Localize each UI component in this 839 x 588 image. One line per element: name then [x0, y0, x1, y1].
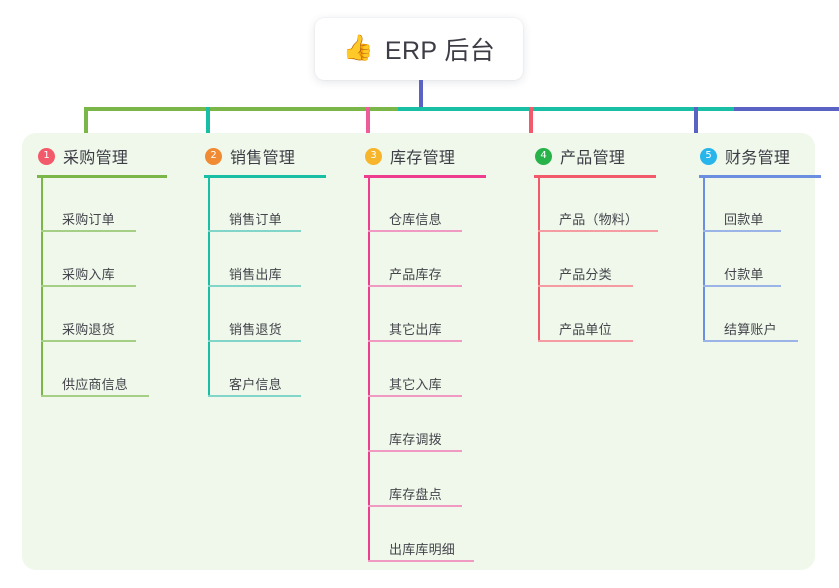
column-title: 库存管理 — [390, 150, 456, 167]
tree-item-label: 销售出库 — [229, 267, 282, 282]
tree-item-label: 库存调拨 — [389, 432, 442, 447]
tree-item-label: 产品库存 — [389, 267, 442, 282]
tree-item-rule — [208, 340, 301, 342]
column-header-rule — [37, 175, 167, 178]
thumbs-up-icon: 👍 — [342, 33, 374, 62]
column-title: 财务管理 — [725, 150, 791, 167]
column-header-2[interactable]: 2 销售管理 — [189, 143, 354, 169]
column-spine — [368, 178, 370, 560]
drop-connector-4 — [529, 107, 533, 141]
column-2: 2 销售管理销售订单销售出库销售退货客户信息 — [189, 143, 354, 397]
tree-item-label: 产品单位 — [559, 322, 612, 337]
column-header-4[interactable]: 4 产品管理 — [519, 143, 689, 169]
column-number-badge: 3 — [365, 147, 382, 165]
tree-item-label: 采购订单 — [62, 212, 115, 227]
tree-item-rule — [368, 395, 462, 397]
column-number-badge: 5 — [700, 147, 717, 165]
column-header-rule — [699, 175, 821, 178]
tree-item-rule — [538, 285, 633, 287]
tree-item-rule — [538, 340, 633, 342]
column-3: 3 库存管理仓库信息产品库存其它出库其它入库库存调拨库存盘点出库库明细 — [349, 143, 521, 562]
tree-item-rule — [368, 340, 462, 342]
column-spine — [703, 178, 705, 340]
column-title: 产品管理 — [560, 150, 626, 167]
tree-item-label: 产品分类 — [559, 267, 612, 282]
tree-item-rule — [703, 285, 781, 287]
tree-item-label: 付款单 — [724, 267, 764, 282]
column-header-rule — [364, 175, 486, 178]
column-title: 采购管理 — [63, 150, 129, 167]
tree-item-label: 出库库明细 — [389, 542, 456, 557]
root-node-label: ERP 后台 — [384, 37, 496, 65]
tree-item-label: 仓库信息 — [389, 212, 442, 227]
tree-item-rule — [703, 340, 798, 342]
tree-item-label: 采购退货 — [62, 322, 115, 337]
tree-item-rule — [538, 230, 658, 232]
tree-item-label: 回款单 — [724, 212, 764, 227]
drop-connector-1 — [84, 107, 88, 141]
column-header-rule — [534, 175, 656, 178]
column-title: 销售管理 — [230, 150, 296, 167]
column-1: 1 采购管理采购订单采购入库采购退货供应商信息 — [22, 143, 187, 397]
tree-item-rule — [368, 560, 474, 562]
column-header-3[interactable]: 3 库存管理 — [349, 143, 521, 169]
drop-connector-3 — [366, 107, 370, 141]
column-number-badge: 4 — [535, 147, 552, 165]
tree-item-label: 其它出库 — [389, 322, 442, 337]
column-number-badge: 1 — [38, 147, 55, 165]
column-header-1[interactable]: 1 采购管理 — [22, 143, 187, 169]
drop-connector-2 — [206, 107, 210, 141]
content-panel — [22, 133, 815, 570]
column-4: 4 产品管理产品（物料） 产品分类产品单位 — [519, 143, 689, 342]
tree-item-rule — [41, 230, 136, 232]
root-node[interactable]: 👍 ERP 后台 — [315, 18, 523, 80]
tree-item-label: 客户信息 — [229, 377, 282, 392]
bus-connector-left — [84, 107, 400, 111]
tree-item-label: 销售订单 — [229, 212, 282, 227]
bus-connector-right — [734, 107, 839, 111]
tree-item-label: 结算账户 — [724, 322, 777, 337]
tree-item-rule — [41, 340, 136, 342]
tree-item-rule — [368, 450, 462, 452]
root-stem-connector — [419, 80, 423, 109]
tree-item-rule — [41, 395, 149, 397]
tree-item-label: 其它入库 — [389, 377, 442, 392]
column-header-5[interactable]: 5 财务管理 — [684, 143, 834, 169]
tree-item-rule — [703, 230, 781, 232]
tree-item-rule — [208, 395, 301, 397]
tree-item-rule — [41, 285, 136, 287]
column-spine — [538, 178, 540, 340]
drop-connector-5 — [694, 107, 698, 141]
bus-connector-mid — [398, 107, 736, 111]
tree-item-rule — [368, 285, 462, 287]
tree-item-label: 供应商信息 — [62, 377, 129, 392]
tree-item-label: 库存盘点 — [389, 487, 442, 502]
tree-item-label: 产品（物料） — [559, 212, 639, 227]
tree-item-rule — [208, 285, 301, 287]
column-header-rule — [204, 175, 326, 178]
column-number-badge: 2 — [205, 147, 222, 165]
tree-item-rule — [368, 230, 462, 232]
column-5: 5 财务管理回款单付款单结算账户 — [684, 143, 834, 342]
tree-item-label: 销售退货 — [229, 322, 282, 337]
tree-item-rule — [208, 230, 301, 232]
tree-item-label: 采购入库 — [62, 267, 115, 282]
tree-item-rule — [368, 505, 462, 507]
